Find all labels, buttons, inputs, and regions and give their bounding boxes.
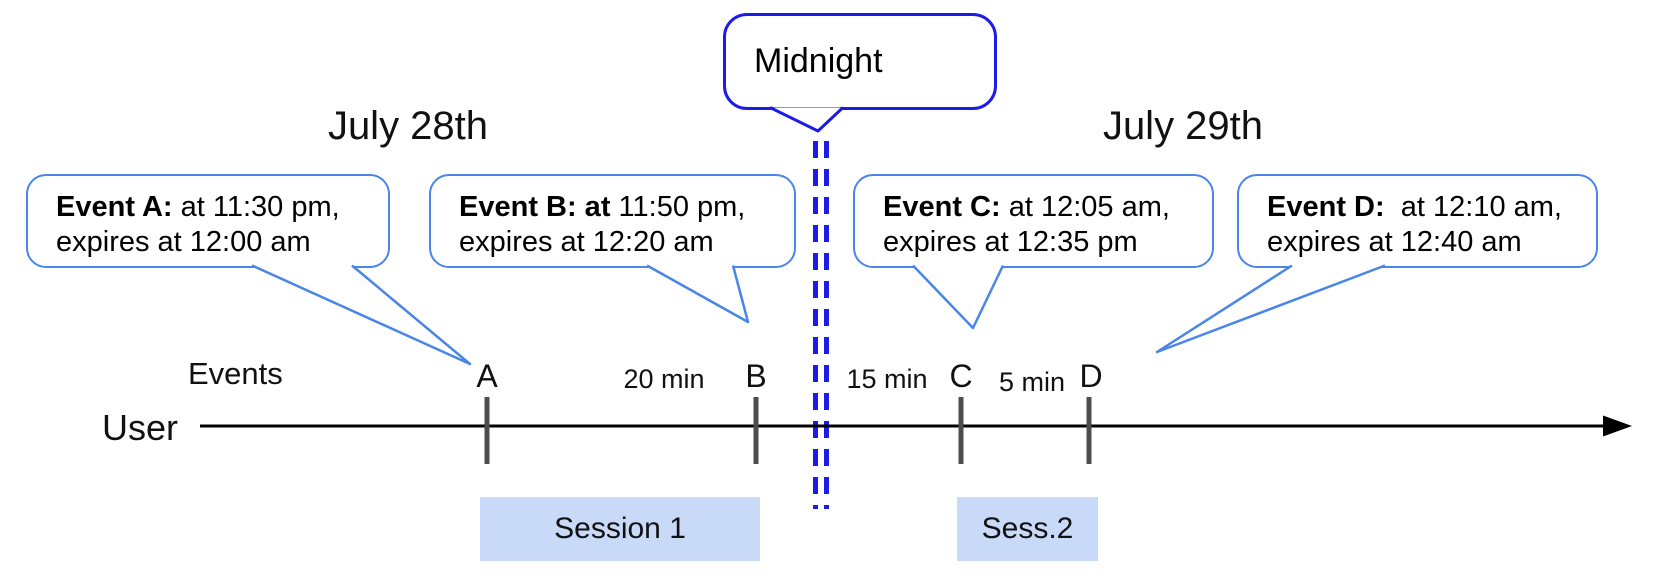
event-a-callout-tail <box>251 264 472 366</box>
event-a-title: Event A: <box>56 191 173 223</box>
event-b-line1: Event B: at 11:50 pm, <box>459 190 784 225</box>
midnight-callout-tail <box>769 106 845 133</box>
timeline-arrowhead-icon <box>1603 415 1632 437</box>
user-axis-label: User <box>102 407 179 448</box>
event-c-line1: Event C: at 12:05 am, <box>883 190 1202 225</box>
event-d-callout-tail <box>1155 264 1386 354</box>
events-axis-label: Events <box>188 356 283 391</box>
event-b-callout: Event B: at 11:50 pm, expires at 12:20 a… <box>429 174 796 268</box>
gap-label-5min: 5 min <box>998 367 1066 397</box>
date-label-july-28: July 28th <box>327 104 489 148</box>
session-1-box: Session 1 <box>480 497 760 561</box>
event-d-line2: expires at 12:40 am <box>1267 226 1522 258</box>
midnight-callout: Midnight <box>723 13 997 110</box>
event-a-line1: Event A: at 11:30 pm, <box>56 190 378 225</box>
event-c-title: Event C: <box>883 191 1001 223</box>
event-b-title: Event B: at <box>459 191 611 223</box>
midnight-callout-label: Midnight <box>754 42 883 80</box>
tick-label-c: C <box>949 358 973 394</box>
event-a-line2: expires at 12:00 am <box>56 226 311 258</box>
event-d-title: Event D: <box>1267 191 1385 223</box>
event-d-line1: Event D: at 12:10 am, <box>1267 190 1586 225</box>
event-a-time: at 11:30 pm, <box>172 191 340 223</box>
event-a-callout: Event A: at 11:30 pm, expires at 12:00 a… <box>26 174 390 268</box>
event-c-time: at 12:05 am, <box>1000 191 1170 223</box>
date-label-july-29: July 29th <box>1102 104 1264 148</box>
gap-label-15min: 15 min <box>846 364 928 394</box>
event-d-callout: Event D: at 12:10 am, expires at 12:40 a… <box>1237 174 1598 268</box>
event-c-callout-tail <box>912 264 1005 330</box>
session-2-box: Sess.2 <box>957 497 1098 561</box>
gap-label-20min: 20 min <box>623 364 705 394</box>
event-d-time: at 12:10 am, <box>1384 191 1562 223</box>
tick-label-b: B <box>745 358 767 394</box>
tick-label-a: A <box>476 358 498 394</box>
event-c-callout: Event C: at 12:05 am, expires at 12:35 p… <box>853 174 1214 268</box>
tick-label-d: D <box>1079 358 1103 394</box>
event-b-callout-tail <box>646 264 750 324</box>
event-b-time: 11:50 pm, <box>610 191 746 223</box>
event-b-line2: expires at 12:20 am <box>459 226 714 258</box>
event-c-line2: expires at 12:35 pm <box>883 226 1138 258</box>
session-2-label: Sess.2 <box>981 512 1074 545</box>
session-1-label: Session 1 <box>554 512 686 545</box>
